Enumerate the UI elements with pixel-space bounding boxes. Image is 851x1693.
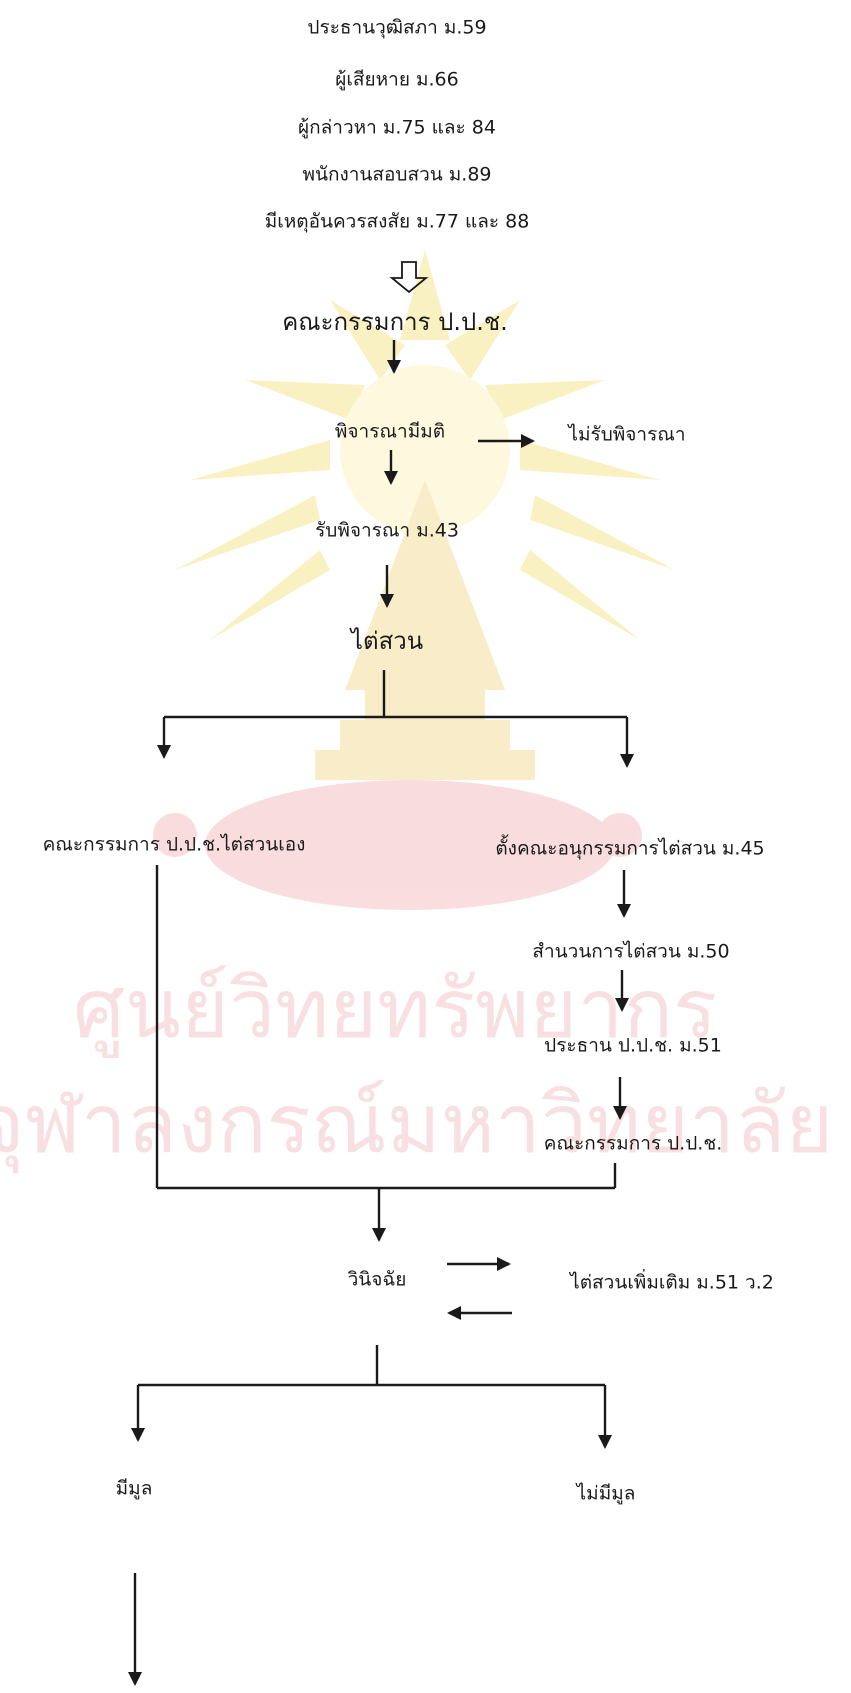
node-decide: วินิจฉัย	[347, 1268, 407, 1291]
node-investigate: ไต่สวน	[350, 627, 424, 655]
node-merit: มีมูล	[115, 1477, 153, 1500]
node-more-investigation: ไต่สวนเพิ่มเติม ม.51 ว.2	[570, 1271, 774, 1294]
hollow-down-arrow-icon	[389, 261, 429, 294]
node-accept: รับพิจารณา ม.43	[315, 519, 459, 542]
node-no-merit: ไม่มีมูล	[576, 1482, 636, 1505]
node-reject: ไม่รับพิจารณา	[568, 423, 686, 446]
source-senate-president: ประธานวุฒิสภา ม.59	[307, 16, 487, 39]
node-chairman: ประธาน ป.ป.ช. ม.51	[544, 1034, 722, 1057]
source-injured-party: ผู้เสียหาย ม.66	[335, 68, 459, 91]
node-committee: คณะกรรมการ ป.ป.ช.	[282, 308, 508, 336]
source-inquiry-officer: พนักงานสอบสวน ม.89	[302, 163, 492, 186]
node-committee-2: คณะกรรมการ ป.ป.ช.	[543, 1132, 723, 1155]
node-consider: พิจารณามีมติ	[334, 420, 446, 443]
node-self-investigate: คณะกรรมการ ป.ป.ช.ไต่สวนเอง	[42, 833, 306, 856]
watermark-name-line-1: ศูนย์วิทยทรัพยากร	[72, 962, 718, 1057]
watermark-name-line-2: จุฬาลงกรณ์มหาวิทยาลัย	[0, 1077, 834, 1172]
node-investigation-file: สำนวนการไต่สวน ม.50	[532, 940, 730, 963]
source-accuser: ผู้กล่าวหา ม.75 และ 84	[298, 116, 496, 139]
source-reasonable-suspicion: มีเหตุอันควรสงสัย ม.77 และ 88	[264, 210, 530, 233]
node-subcommittee: ตั้งคณะอนุกรรมการไต่สวน ม.45	[495, 837, 765, 860]
